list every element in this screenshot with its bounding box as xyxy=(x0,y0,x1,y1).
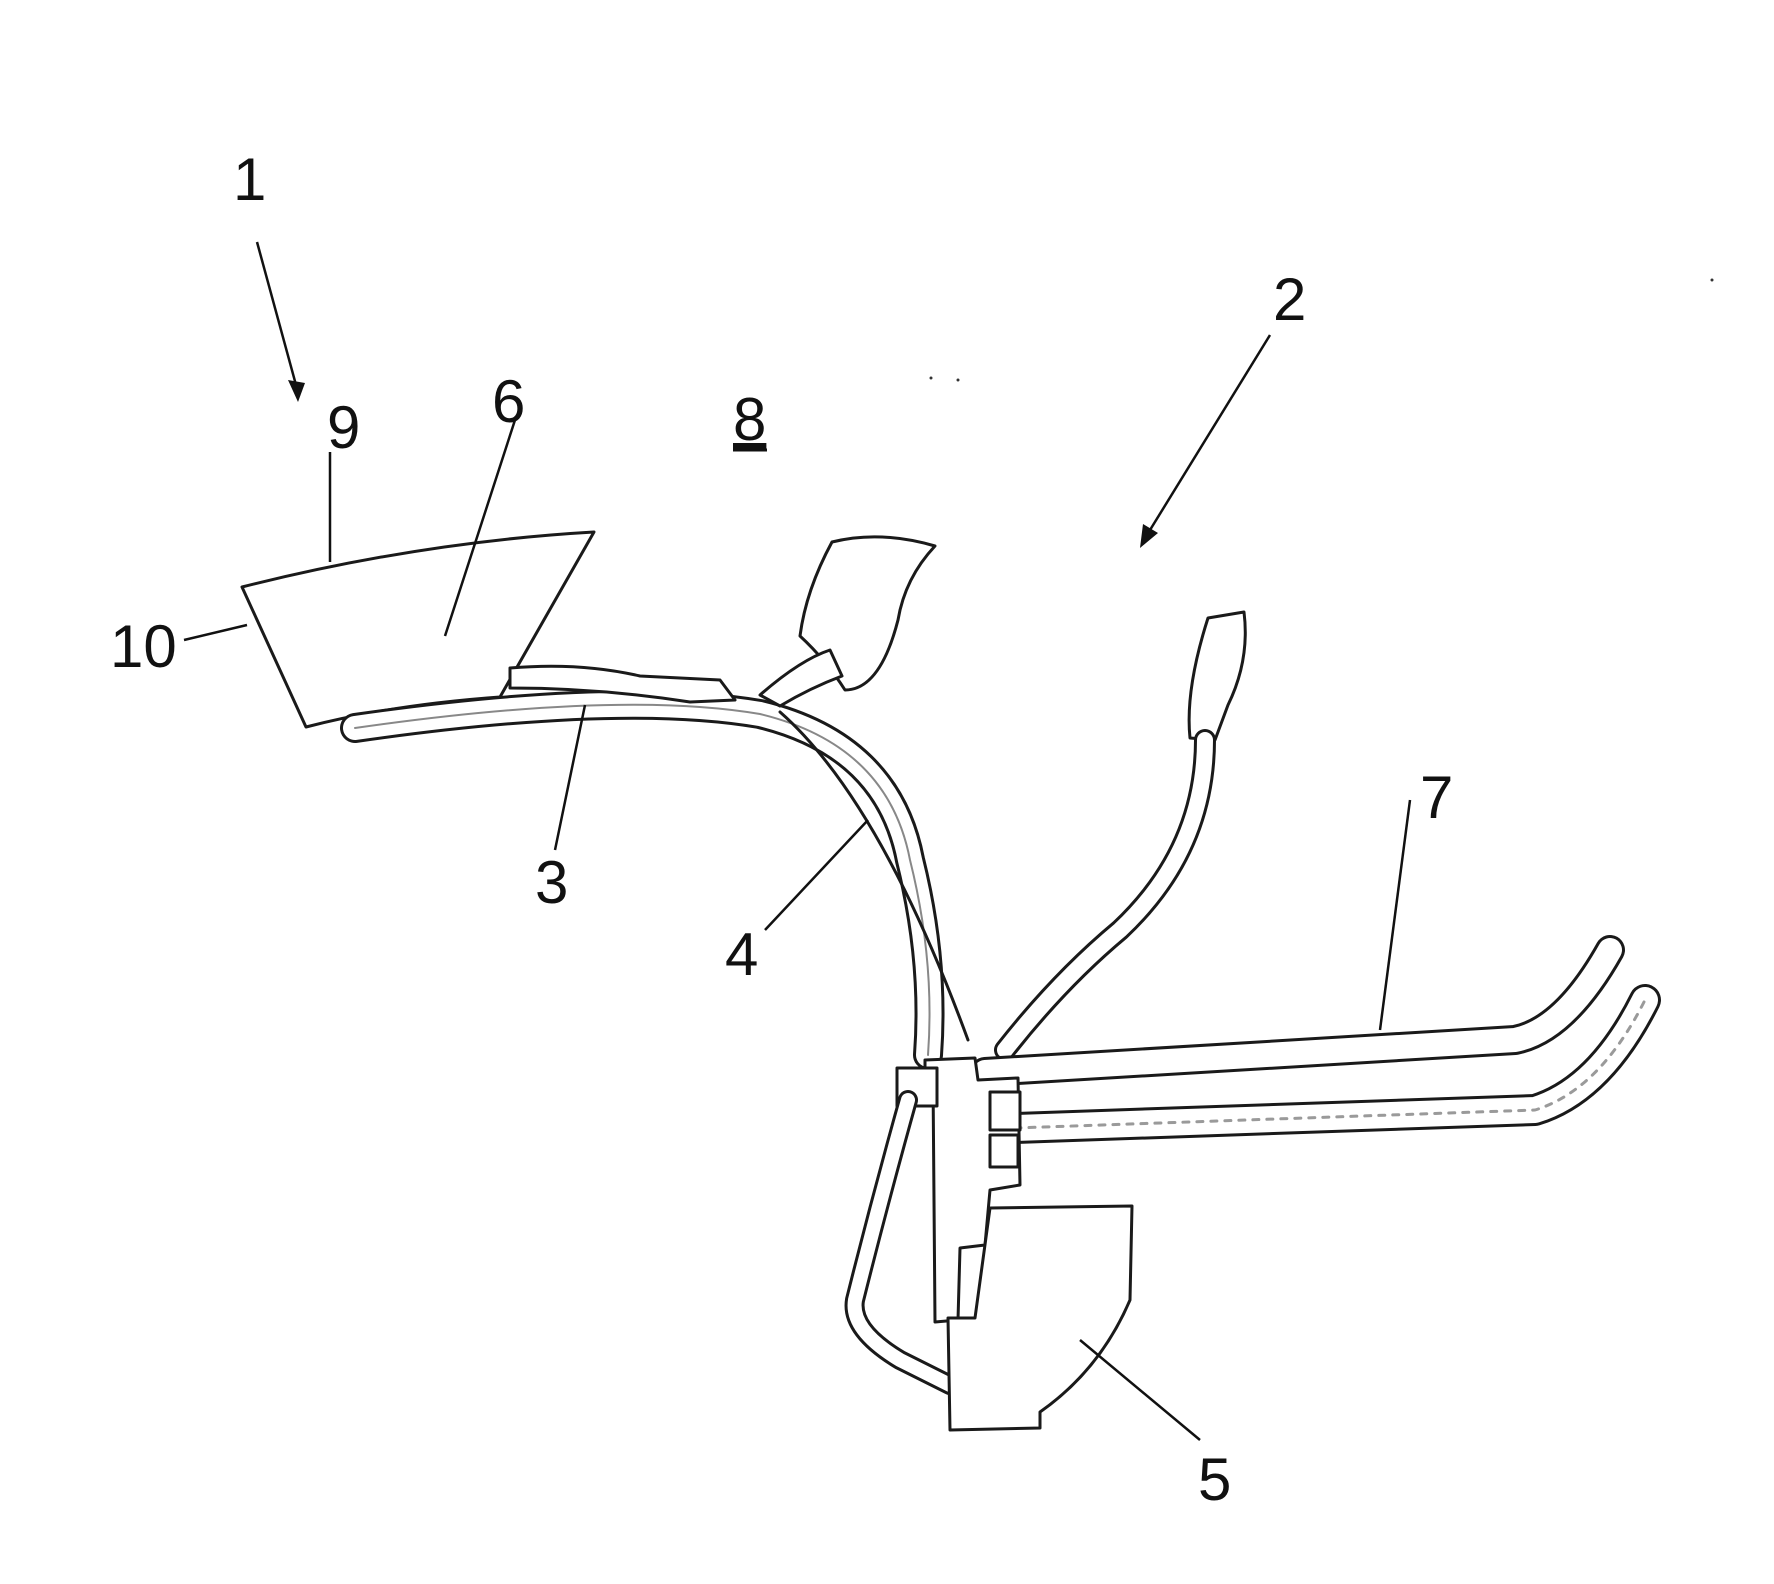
ref-6-label: 6 xyxy=(492,368,525,435)
leader-lines xyxy=(184,242,1410,1440)
hinge-lug-upper xyxy=(990,1092,1020,1130)
speck xyxy=(957,379,960,382)
ref-2-label: 2 xyxy=(1273,266,1306,333)
ref-4-label: 4 xyxy=(725,921,758,988)
ref-5-label: 5 xyxy=(1198,1446,1231,1513)
rear-rail xyxy=(1005,740,1205,1050)
ref-10-label: 10 xyxy=(110,613,177,680)
rear-handle xyxy=(1189,612,1245,740)
upper-bracket-link xyxy=(760,650,842,706)
ref-7-label: 7 xyxy=(1420,764,1453,831)
roof-frame-rail xyxy=(355,705,930,1055)
ref-8-label: 8 xyxy=(733,386,766,453)
ref-1-label: 1 xyxy=(233,146,266,213)
hinge-lug-lower xyxy=(990,1135,1018,1167)
speck xyxy=(930,377,933,380)
ref-9-label: 9 xyxy=(327,394,360,461)
speck xyxy=(1711,279,1714,282)
ref-3-label: 3 xyxy=(535,849,568,916)
